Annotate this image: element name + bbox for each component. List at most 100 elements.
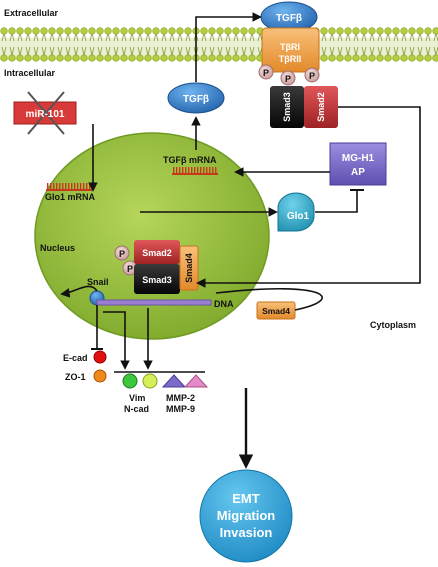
lipid-head [224,27,232,35]
lipid-head [248,54,256,62]
lipid-head [344,27,352,35]
mrna-base [77,183,79,190]
lipid-tail [393,46,399,56]
mrna-base [80,183,82,190]
lipid-head [184,54,192,62]
lipid-head [24,54,32,62]
lipid-head [96,27,104,35]
lipid-head [216,27,224,35]
lipid-head [184,27,192,35]
lipid-head [352,54,360,62]
lipid-tail [113,46,119,56]
lipid-head [176,54,184,62]
glo1-label: Glo1 [287,211,310,222]
lipid-head [56,54,64,62]
mrna-base [53,183,55,190]
lipid-tail [401,46,407,56]
lipid-head [336,54,344,62]
phospho-label: P [309,71,315,81]
phospho-label: P [285,74,291,84]
lipid-head [328,54,336,62]
lipid-head [24,27,32,35]
lipid-tail [49,46,55,56]
lipid-head [352,27,360,35]
smad4-cytoplasm-label: Smad4 [262,306,290,316]
mrna-base [185,167,187,174]
lipid-head [384,54,392,62]
lipid-head [168,27,176,35]
lipid-tail [81,46,87,56]
lipid-head [152,54,160,62]
lipid-head [368,54,376,62]
lipid-head [48,54,56,62]
phospho-label: P [119,249,125,259]
phospho-group [258,64,274,80]
lipid-head [320,27,328,35]
tgfb-ligand-top-label: TGFβ [276,13,302,24]
mmp2-protein [161,374,187,388]
lipid-head [32,27,40,35]
intracellular-label: Intracellular [4,68,56,78]
lipid-tail [169,46,175,56]
ecad-protein [93,350,107,364]
mrna-base [206,167,208,174]
lipid-head [160,27,168,35]
lipid-tail [425,46,431,56]
lipid-head [8,54,16,62]
lipid-head [408,27,416,35]
phospho-label: P [127,264,133,274]
extracellular-label: Extracellular [4,8,59,18]
lipid-head [40,27,48,35]
lipid-tail [409,46,415,56]
lipid-head [328,27,336,35]
glo1-protein [277,192,315,232]
mir101-label: miR-101 [26,109,65,120]
lipid-head [432,54,438,62]
lipid-tail [353,46,359,56]
lipid-tail [217,46,223,56]
lipid-head [168,54,176,62]
lipid-tail [233,46,239,56]
lipid-head [368,27,376,35]
arrow-smad2-to-nucleus [196,106,421,288]
mmp9-label: MMP-9 [166,404,195,414]
lipid-tail [145,46,151,56]
lipid-head [392,27,400,35]
mrna-base [176,167,178,174]
mrna-base [50,183,52,190]
smad2-nucleus-label: Smad2 [142,248,172,258]
lipid-tail [57,46,63,56]
mrna-base [68,183,70,190]
lipid-head [72,27,80,35]
lipid-tail [129,46,135,56]
cytoplasm-label: Cytoplasm [370,320,416,330]
lipid-head [248,27,256,35]
tgfb-ligand-mid [167,82,225,114]
lipid-tail [1,46,7,56]
zo1-label: ZO-1 [65,372,86,382]
lipid-head [400,54,408,62]
lipid-head [432,27,438,35]
lipid-head [120,54,128,62]
mrna-base [62,183,64,190]
mrna-base [194,167,196,174]
lipid-tail [9,46,15,56]
mrna-base [47,183,49,190]
lipid-tail [17,46,23,56]
mrna-base [203,167,205,174]
lipid-tail [249,46,255,56]
lipid-head [128,27,136,35]
lipid-head [32,54,40,62]
vim-label: Vim [129,393,145,403]
lipid-head [240,54,248,62]
smad4-recruit-loop [215,287,323,311]
cross-icon [27,91,65,135]
lipid-head [152,27,160,35]
lipid-head [80,27,88,35]
lipid-head [136,27,144,35]
tgfb-ligand-mid-label: TGFβ [183,94,209,105]
lipid-head [112,27,120,35]
lipid-head [72,54,80,62]
receptor-2-label: TβRII [279,54,302,64]
